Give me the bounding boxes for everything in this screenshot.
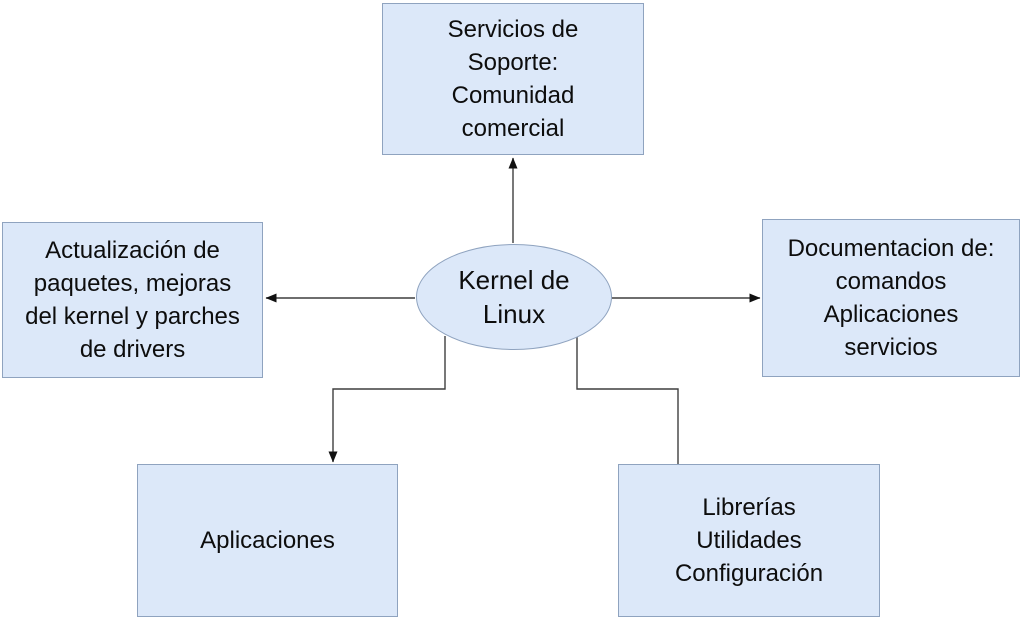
node-librerias-utilidades[interactable]: Librerías Utilidades Configuración xyxy=(618,464,880,617)
node-aplicaciones[interactable]: Aplicaciones xyxy=(137,464,398,617)
node-servicios-de-soporte[interactable]: Servicios de Soporte: Comunidad comercia… xyxy=(382,3,644,155)
node-kernel-de-linux[interactable]: Kernel de Linux xyxy=(416,244,612,350)
node-label: Documentacion de: comandos Aplicaciones … xyxy=(787,235,995,361)
node-label: Actualización de paquetes, mejoras del k… xyxy=(25,237,240,363)
node-label: Aplicaciones xyxy=(200,527,335,554)
node-documentacion[interactable]: Documentacion de: comandos Aplicaciones … xyxy=(762,219,1020,377)
node-label: Servicios de Soporte: Comunidad comercia… xyxy=(447,16,579,142)
arrow-kernel-to-apps xyxy=(328,336,446,463)
node-label: Librerías Utilidades Configuración xyxy=(674,494,824,587)
node-actualizacion-de-paquetes[interactable]: Actualización de paquetes, mejoras del k… xyxy=(2,222,263,378)
node-label: Kernel de Linux xyxy=(458,265,570,329)
connector-kernel-to-libs xyxy=(576,337,679,464)
